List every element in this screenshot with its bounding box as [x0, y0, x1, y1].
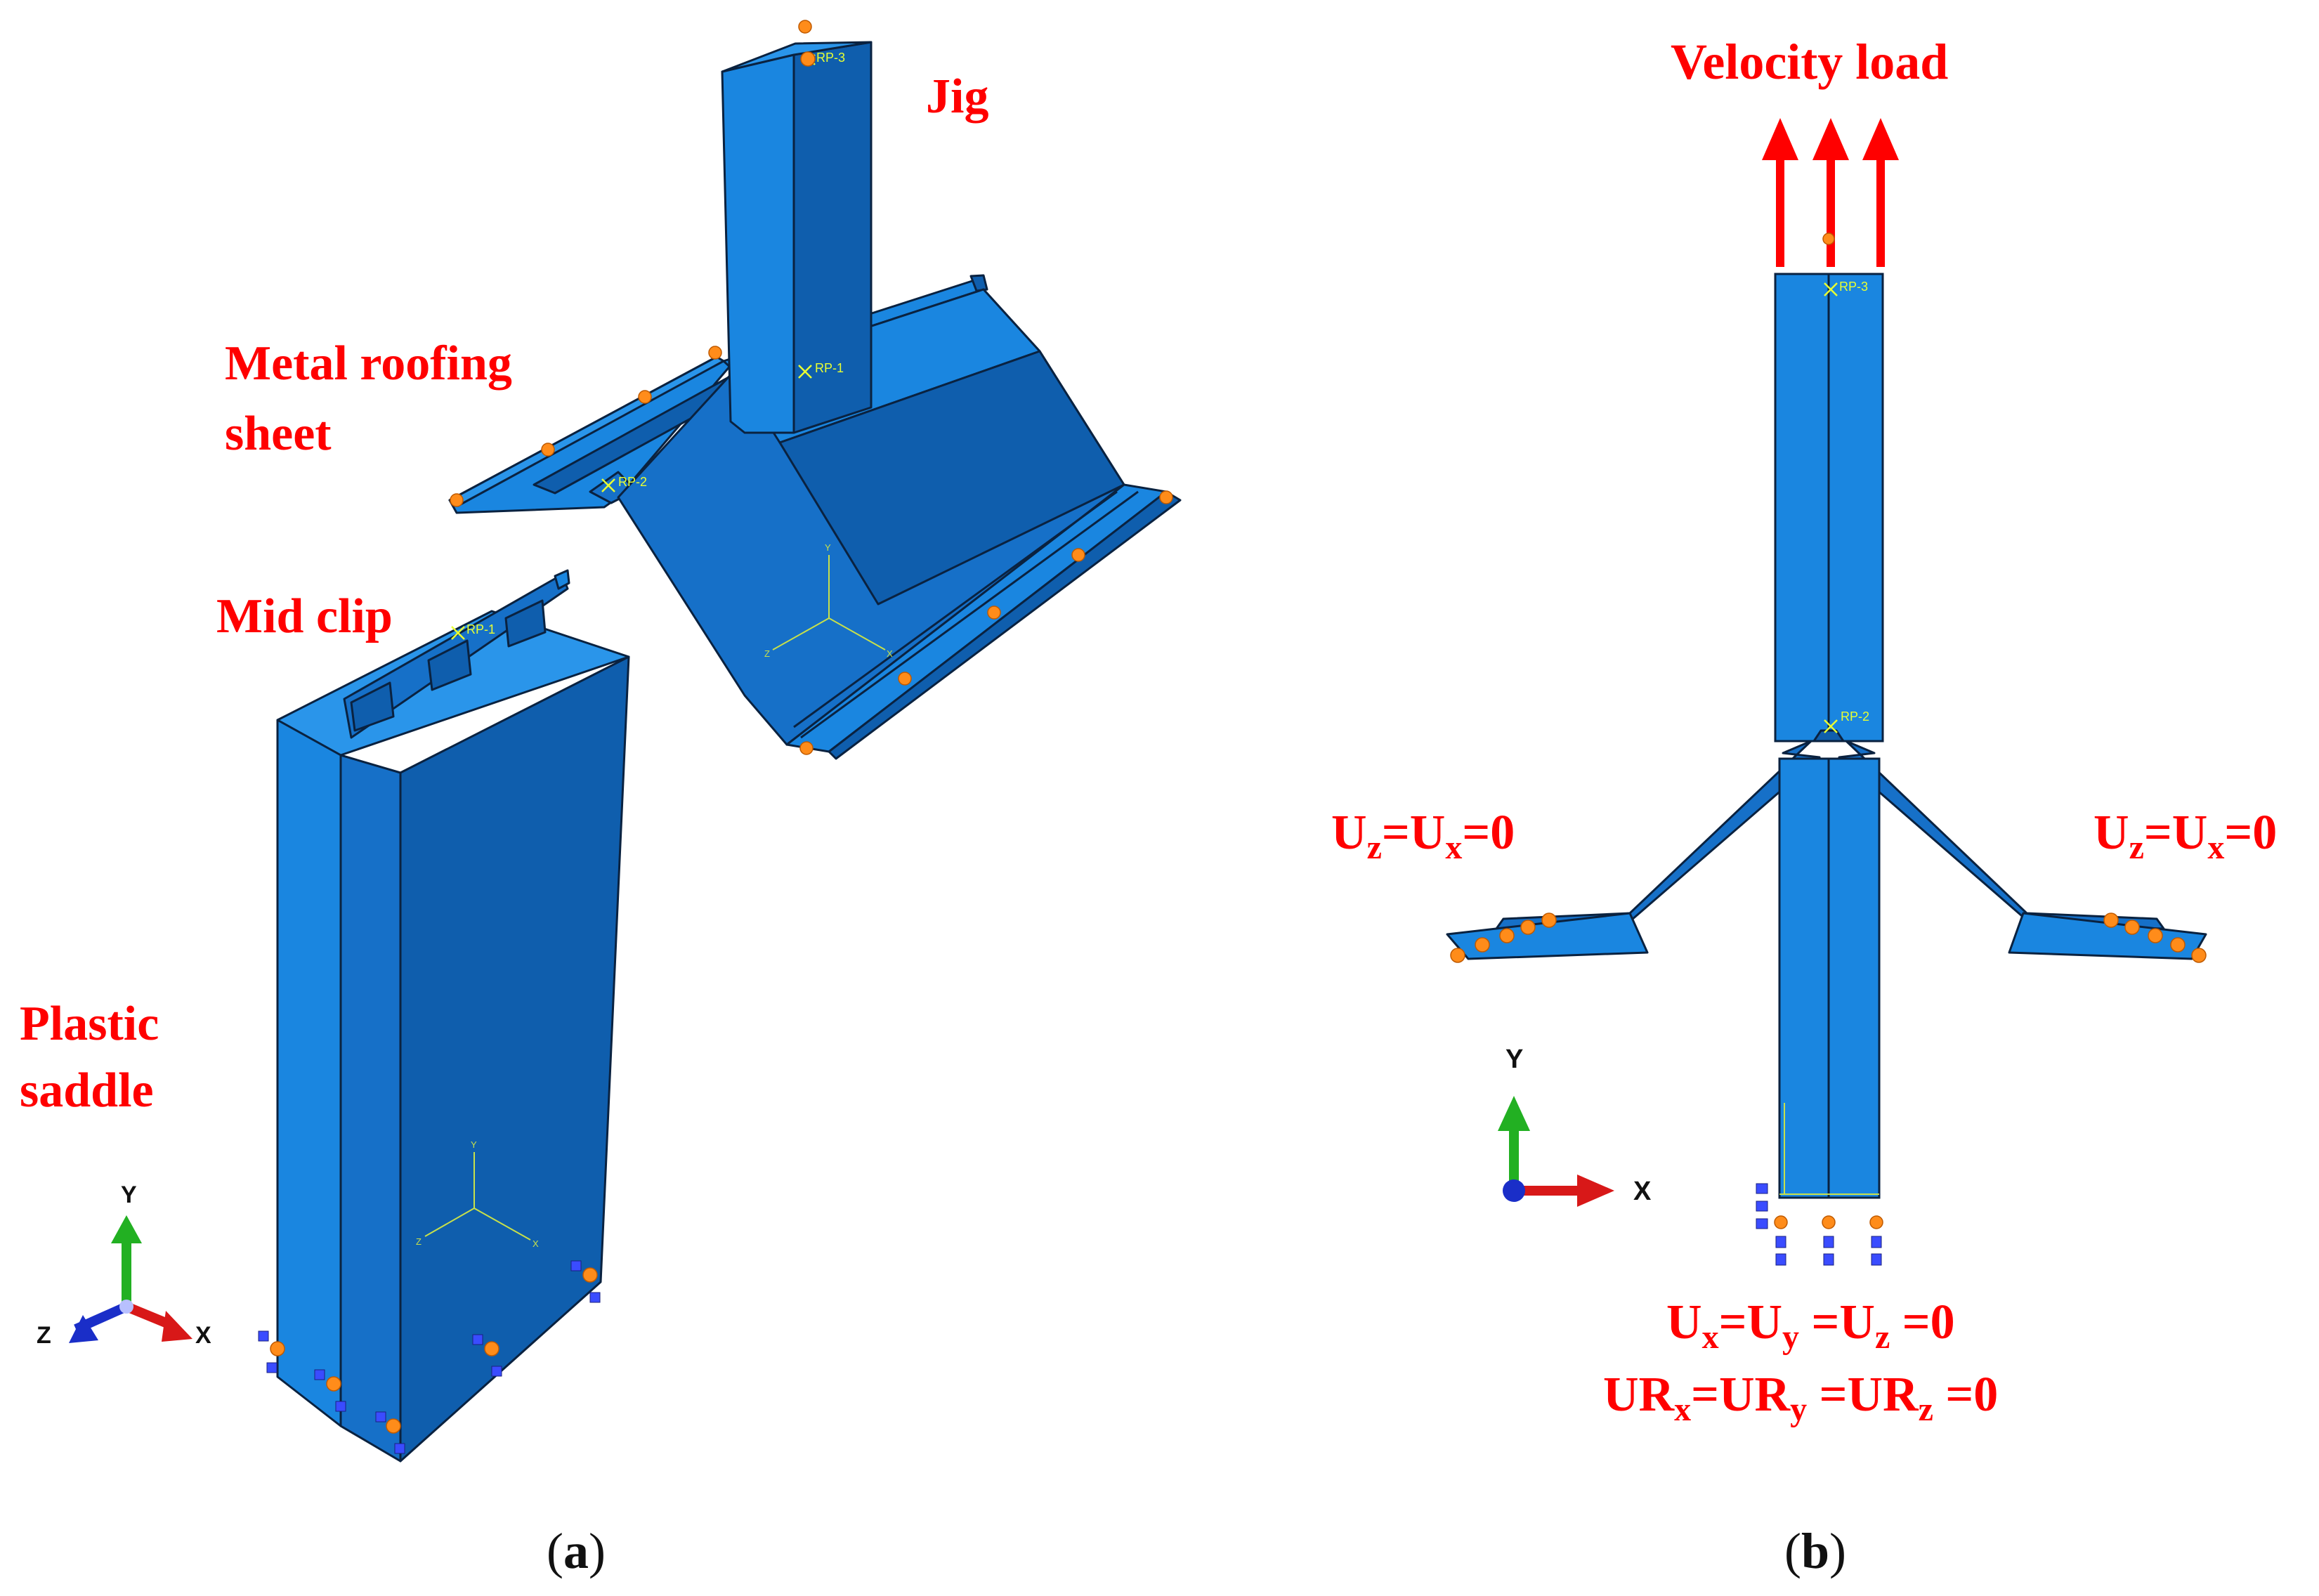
label-mid-clip: Mid clip: [216, 589, 393, 643]
rp-markers-b: [1824, 282, 1838, 733]
saddle-triad-x: X: [533, 1238, 539, 1249]
label-roof-line1: Metal roofing: [225, 336, 512, 391]
saddle-fixed-supports: [258, 1260, 601, 1454]
bc-left-label: Uz=Ux=0: [1331, 806, 1515, 866]
jig: [721, 41, 873, 434]
bc-bottom-rotation: URx=URy =URz =0: [1603, 1368, 1998, 1428]
saddle-triad-y: Y: [471, 1139, 477, 1150]
label-jig: Jig: [926, 70, 988, 124]
rp1-jig-label: RP-1: [815, 361, 844, 375]
plastic-saddle: [276, 610, 630, 1463]
roof-triad-z: Z: [764, 648, 770, 659]
rp3-label: RP-3: [816, 51, 845, 65]
saddle-triad-z: Z: [416, 1236, 422, 1247]
rp3-label-b: RP-3: [1839, 280, 1868, 294]
bc-bottom-translation: Ux=Uy =Uz =0: [1666, 1295, 1955, 1356]
roof-triad-y: Y: [825, 542, 831, 553]
rp-marker-clip: [451, 626, 465, 640]
jig-front: [1774, 273, 1884, 743]
label-saddle-line2: saddle: [20, 1064, 154, 1118]
label-saddle-line1: Plastic: [20, 997, 159, 1051]
velocity-arrowheads: [1762, 118, 1899, 160]
axis-z-label-a: Z: [37, 1322, 51, 1349]
panel-a: RP-1 RP-2 RP-3 RP-1: [20, 20, 1182, 1579]
axis-x-label-a: X: [195, 1322, 211, 1349]
global-axis-triad-b: [1498, 1096, 1614, 1207]
roof-triad-x: X: [887, 648, 893, 659]
label-velocity-load: Velocity load: [1671, 34, 1948, 90]
velocity-load-arrows: [1776, 155, 1885, 267]
global-axis-triad-a: [69, 1215, 192, 1343]
saddle-fixed-supports-b: [1756, 1183, 1883, 1266]
label-roof-line2: sheet: [225, 407, 332, 461]
bc-right-label: Uz=Ux=0: [2093, 806, 2277, 866]
rp1-clip-label: RP-1: [466, 622, 495, 636]
saddle-front: [1778, 757, 1881, 1199]
caption-b: (b): [1784, 1523, 1846, 1579]
rp2-label: RP-2: [618, 475, 647, 489]
caption-a: (a): [547, 1523, 606, 1579]
panel-b: Velocity load RP-3 RP-2: [1331, 34, 2277, 1579]
local-triad-roof: [772, 555, 886, 650]
local-triad-saddle: [424, 1152, 531, 1241]
axis-x-label-b: X: [1633, 1177, 1652, 1206]
roof-bc-markers-b: [1450, 233, 2207, 963]
axis-y-label-a: Y: [121, 1182, 137, 1208]
axis-y-label-b: Y: [1505, 1045, 1523, 1074]
roof-bc-markers: [450, 20, 1173, 755]
mid-clip: [343, 569, 570, 739]
rp2-label-b: RP-2: [1841, 709, 1869, 724]
